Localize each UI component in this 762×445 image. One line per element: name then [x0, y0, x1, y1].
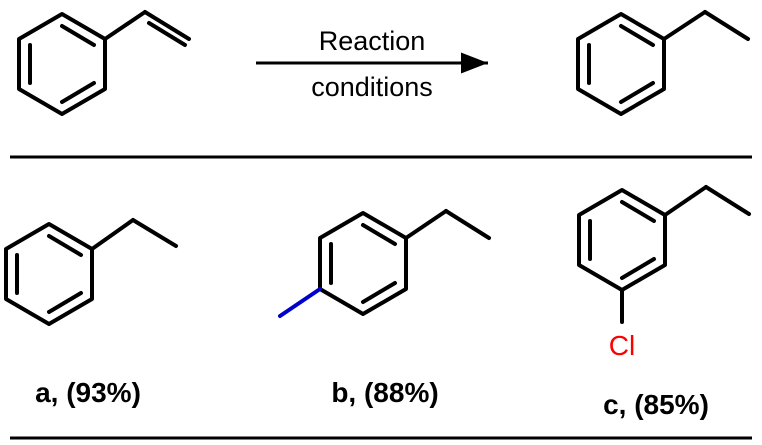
product-a-structure [4, 218, 178, 326]
product-a-label: a, (93%) [35, 377, 141, 408]
chlorine-atom-label: Cl [609, 330, 635, 361]
product-b-structure [318, 209, 491, 316]
ethylbenzene-product-structure [576, 10, 750, 116]
product-b-label: b, (88%) [331, 377, 438, 408]
conditions-line-2: conditions [311, 72, 433, 102]
product-c-structure [577, 185, 751, 324]
conditions-line-1: Reaction [319, 26, 426, 56]
styrene-structure [17, 10, 191, 116]
methyl-bond [278, 287, 322, 318]
product-c-label: c, (85%) [603, 389, 709, 420]
